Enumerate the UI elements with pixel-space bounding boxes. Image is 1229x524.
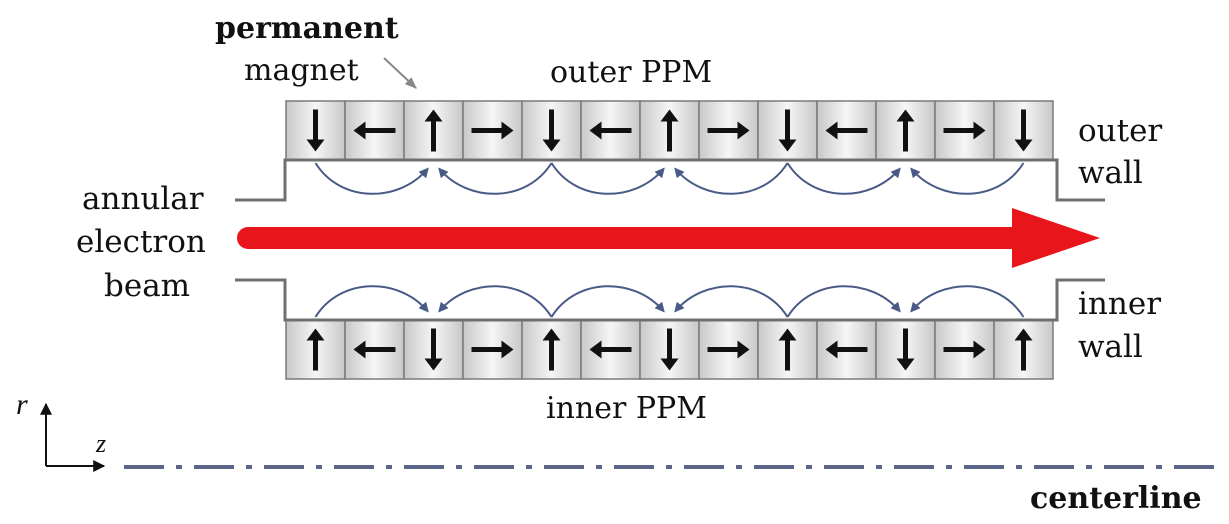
inner-wall — [235, 278, 1105, 322]
outer-magnet-arrow-down-icon — [542, 109, 561, 152]
outer-magnet-arrow-left-icon — [589, 121, 632, 140]
label-inner-wall-2: wall — [1078, 329, 1143, 365]
outer-magnet-arrow-right-icon — [943, 121, 986, 140]
inner-magnet-arrow-left-icon — [825, 340, 868, 359]
label-outer-wall-1: outer — [1078, 113, 1162, 149]
inner-field-line — [550, 285, 665, 318]
outer-field-lines — [314, 162, 1025, 195]
outer-wall — [235, 158, 1105, 202]
outer-magnet-arrow-right-icon — [471, 121, 514, 140]
inner-magnet-arrow-right-icon — [471, 340, 514, 359]
axis-r-label: r — [16, 388, 28, 421]
axis-z-label: z — [95, 429, 106, 458]
label-beam: beam — [104, 268, 190, 304]
outer-field-line — [910, 162, 1025, 195]
label-permanent: permanent — [215, 11, 399, 46]
outer-magnet-arrow-up-icon — [424, 109, 443, 152]
inner-magnet-arrow-down-icon — [896, 328, 915, 371]
rz-axes — [40, 402, 106, 472]
inner-magnet-arrow-up-icon — [542, 328, 561, 371]
outer-field-line — [314, 162, 429, 195]
label-annular: annular — [82, 181, 204, 217]
label-inner-ppm: inner PPM — [546, 391, 707, 426]
outer-magnet-arrow-down-icon — [306, 109, 325, 152]
label-outer-wall-2: wall — [1078, 155, 1143, 191]
outer-magnet-arrow-up-icon — [896, 109, 915, 152]
electron-beam-arrow — [237, 208, 1100, 268]
inner-magnet-arrow-left-icon — [353, 340, 396, 359]
outer-magnet-arrow-up-icon — [660, 109, 679, 152]
inner-magnet-arrow-right-icon — [707, 340, 750, 359]
outer-field-line — [550, 162, 665, 195]
inner-magnet-arrow-up-icon — [1014, 328, 1033, 371]
outer-magnet-arrow-right-icon — [707, 121, 750, 140]
inner-magnet-arrow-left-icon — [589, 340, 632, 359]
inner-magnet-arrow-down-icon — [424, 328, 443, 371]
outer-field-line — [438, 162, 553, 195]
inner-field-line — [786, 285, 901, 318]
label-inner-wall-1: inner — [1078, 286, 1161, 322]
outer-magnet-arrow-left-icon — [353, 121, 396, 140]
inner-ppm-array — [285, 319, 1054, 380]
magnet-pointer — [383, 57, 417, 89]
outer-ppm-array — [285, 100, 1054, 161]
outer-magnet-arrow-down-icon — [1014, 109, 1033, 152]
inner-field-line — [674, 285, 789, 318]
inner-field-line — [438, 285, 553, 318]
inner-field-lines — [314, 285, 1025, 318]
inner-magnet-arrow-right-icon — [943, 340, 986, 359]
label-electron: electron — [76, 224, 206, 260]
outer-field-line — [786, 162, 901, 195]
outer-magnet-arrow-left-icon — [825, 121, 868, 140]
label-outer-ppm: outer PPM — [550, 55, 712, 90]
label-centerline: centerline — [1030, 481, 1202, 516]
inner-magnet-arrow-up-icon — [306, 328, 325, 371]
outer-field-line — [674, 162, 789, 195]
inner-magnet-arrow-up-icon — [778, 328, 797, 371]
inner-magnet-arrow-down-icon — [660, 328, 679, 371]
inner-field-line — [314, 285, 429, 318]
label-magnet: magnet — [244, 53, 359, 88]
outer-magnet-arrow-down-icon — [778, 109, 797, 152]
inner-field-line — [910, 285, 1025, 318]
